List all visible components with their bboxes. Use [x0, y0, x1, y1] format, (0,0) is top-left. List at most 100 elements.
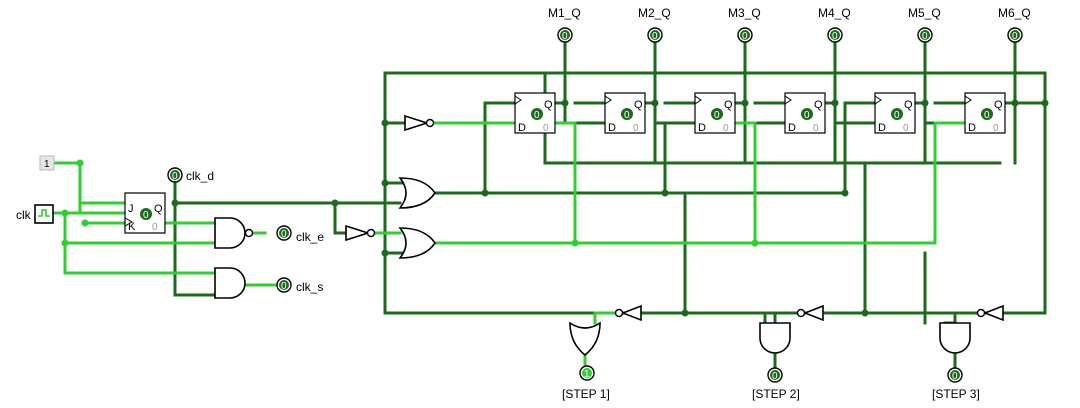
probe-clk-e-label: clk_e — [296, 230, 324, 244]
probe-clk-s-label: clk_s — [296, 280, 323, 294]
probe-step3-value: 0 — [952, 371, 958, 382]
probe-m5-q: 0 M5_Q — [908, 6, 941, 43]
jk-reset: 0 — [152, 222, 158, 233]
wires-low — [173, 38, 1047, 375]
d-flipflop-pin-q: Q — [904, 99, 913, 111]
junctions — [61, 99, 1049, 317]
and-gate-clk-s — [214, 267, 246, 299]
probe-clk-s-value: 0 — [281, 281, 287, 292]
clock-edge-icon — [124, 217, 134, 227]
probe-step2: 0 [STEP 2] — [752, 367, 800, 401]
d-flipflop-pin-d: D — [518, 122, 526, 134]
d-flipflop-pin-q: Q — [994, 99, 1003, 111]
not-gate-step3 — [976, 304, 1004, 322]
clock-edge-icon — [604, 95, 612, 105]
probe-step2-label: [STEP 2] — [752, 387, 800, 401]
probe-value: 0 — [562, 31, 568, 42]
d-flipflop-pin-d: D — [788, 122, 796, 134]
d-flipflop-state: 0 — [624, 110, 630, 121]
or-gate-2 — [398, 227, 436, 259]
probe-clk-e-value: 0 — [281, 229, 287, 240]
probe-m1-q: 0 M1_Q — [548, 6, 581, 43]
probe-m6-q: 0 M6_Q — [998, 6, 1031, 43]
d-flipflop-state: 0 — [984, 110, 990, 121]
clock-input[interactable]: clk — [16, 204, 54, 224]
clock-edge-icon — [784, 95, 792, 105]
probe-step1-label: [STEP 1] — [562, 387, 610, 401]
d-flipflop-pin-q: Q — [814, 99, 823, 111]
and-gate-step3 — [939, 322, 971, 354]
probe-step3: 0 [STEP 3] — [932, 367, 980, 401]
d-flipflop-reset: 0 — [813, 123, 819, 134]
probe-clk-d-label: clk_d — [186, 169, 214, 183]
probe-clk-d-value: 0 — [172, 171, 178, 182]
constant-input[interactable]: 1 — [39, 155, 55, 171]
not-bubble-icon — [244, 228, 254, 238]
and-gate-step2 — [759, 322, 791, 354]
or-gate-step1 — [569, 321, 601, 357]
jk-state: 0 — [143, 210, 149, 221]
clock-edge-icon — [964, 95, 972, 105]
not-gate-top — [404, 114, 435, 132]
probe-m3-q: 0 M3_Q — [728, 6, 761, 43]
clock-label: clk — [16, 208, 32, 222]
probe-m4-q: 0 M4_Q — [818, 6, 851, 43]
d-flipflop-pin-q: Q — [634, 99, 643, 111]
not-gate-step2 — [796, 304, 824, 322]
or-gate-1 — [398, 177, 436, 209]
d-flipflop-pin-q: Q — [724, 99, 733, 111]
constant-value: 1 — [44, 159, 50, 170]
probe-label: M4_Q — [818, 6, 851, 20]
d-flipflop-reset: 0 — [903, 123, 909, 134]
probe-label: M6_Q — [998, 6, 1031, 20]
d-flipflop-pin-q: Q — [544, 99, 553, 111]
clock-edge-icon — [874, 95, 882, 105]
probe-value: 0 — [652, 31, 658, 42]
jk-pin-j: J — [128, 203, 134, 215]
d-flipflop-reset: 0 — [723, 123, 729, 134]
not-gate-1 — [345, 224, 376, 242]
wires-high — [53, 121, 967, 375]
probe-value: 0 — [922, 31, 928, 42]
probe-m2-q: 0 M2_Q — [638, 6, 671, 43]
jk-pin-q: Q — [154, 203, 163, 215]
probe-step3-label: [STEP 3] — [932, 387, 980, 401]
probe-step1-value: 1 — [584, 369, 590, 380]
d-flipflop-reset: 0 — [993, 123, 999, 134]
probe-label: M3_Q — [728, 6, 761, 20]
clock-edge-icon — [694, 95, 702, 105]
d-flipflop-pin-d: D — [878, 122, 886, 134]
probe-value: 0 — [742, 31, 748, 42]
probe-label: M5_Q — [908, 6, 941, 20]
d-flipflop-pin-d: D — [968, 122, 976, 134]
d-flipflop-state: 0 — [534, 110, 540, 121]
not-gate-step1 — [614, 304, 642, 322]
d-flipflop-reset: 0 — [543, 123, 549, 134]
jk-flipflop[interactable]: J K Q 0 0 — [124, 192, 166, 234]
probe-clk-e: 0 clk_e — [276, 225, 324, 244]
d-flipflop-state: 0 — [804, 110, 810, 121]
d-flipflop-pin-d: D — [608, 122, 616, 134]
probe-label: M2_Q — [638, 6, 671, 20]
d-flipflop-state: 0 — [894, 110, 900, 121]
d-flipflop-pin-d: D — [698, 122, 706, 134]
probe-clk-d: 0 clk_d — [167, 167, 214, 183]
probe-value: 0 — [832, 31, 838, 42]
probe-label: M1_Q — [548, 6, 581, 20]
clock-edge-icon — [514, 95, 522, 105]
d-flipflop-reset: 0 — [633, 123, 639, 134]
probe-step1: 1 [STEP 1] — [562, 365, 610, 401]
probe-step2-value: 0 — [772, 371, 778, 382]
probe-value: 0 — [1012, 31, 1018, 42]
d-flipflop-state: 0 — [714, 110, 720, 121]
probe-clk-s: 0 clk_s — [276, 277, 323, 294]
jk-pin-k: K — [128, 221, 136, 233]
and-gate-clk-e — [214, 217, 254, 249]
